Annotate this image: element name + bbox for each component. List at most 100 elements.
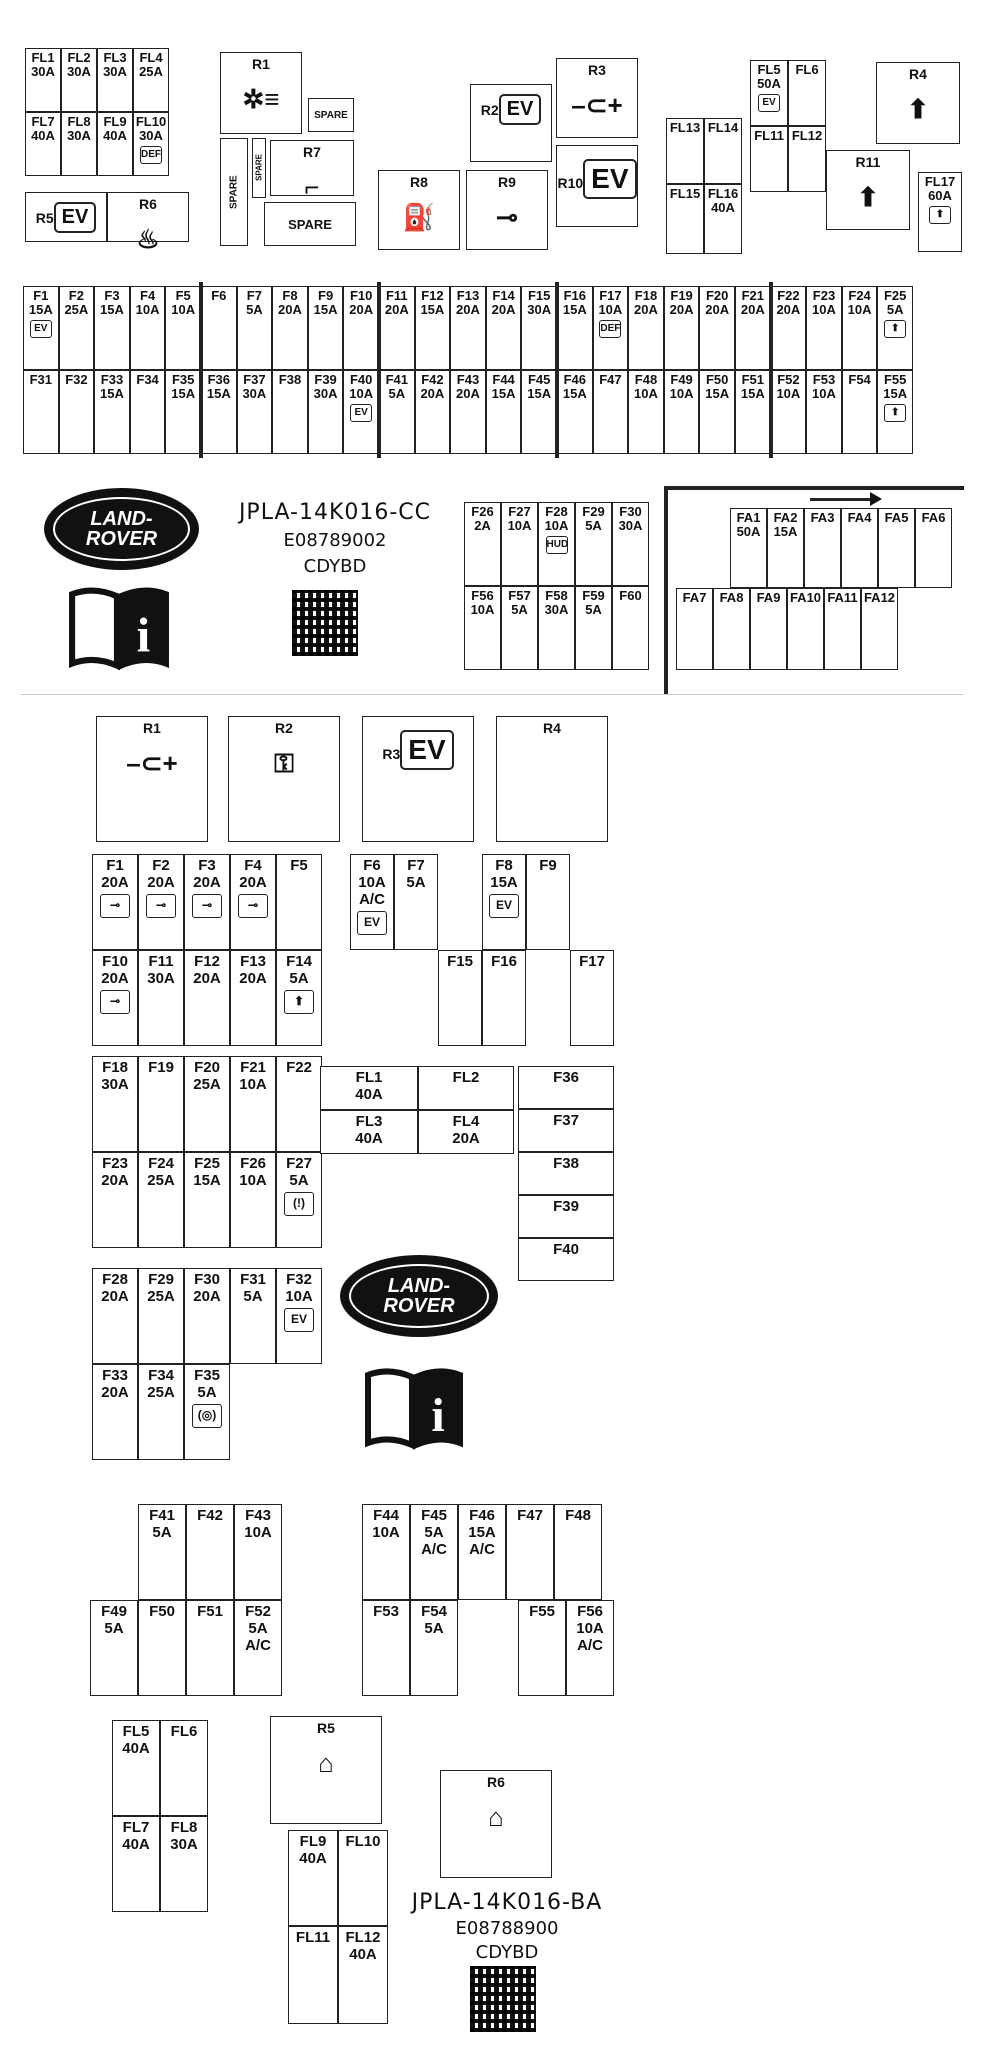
fuse-name: F34	[148, 1367, 174, 1384]
fuse-name: F4	[244, 857, 262, 874]
fuse-rating: 30A	[313, 386, 338, 401]
fuse-rating: 20A	[147, 874, 175, 891]
fuse-f60: F60	[612, 586, 649, 670]
fuse-rating: 20A	[239, 970, 267, 987]
fuse-name: F9	[318, 288, 334, 303]
fuse-rating: 5A	[243, 1288, 263, 1305]
fuse-rating: 20A	[634, 302, 658, 317]
fuse-name: FL1	[31, 50, 55, 65]
fa-arrow-line	[810, 498, 876, 501]
fuse-name: F35	[194, 1367, 220, 1384]
fuse-rating: 5A	[585, 602, 602, 617]
fuse-icon: EV	[284, 1308, 314, 1332]
fuse-sub-label: A/C	[577, 1637, 603, 1654]
fuse-rating: 30A	[139, 128, 163, 143]
fuse-name: F26	[471, 504, 494, 519]
relay-name: R2	[275, 720, 293, 736]
group-divider	[377, 282, 381, 458]
fuse-rating: 20A	[420, 386, 445, 401]
fuse-rating: 10A	[847, 302, 872, 317]
relay-symbol-icon: ♨	[136, 224, 160, 254]
fuse-name: FL6	[170, 1723, 198, 1740]
fuse-f53: F53	[362, 1600, 410, 1696]
fuse-name: FL1	[355, 1069, 383, 1086]
fuse-rating: 5A	[511, 602, 528, 617]
fuse-name: FA4	[847, 510, 872, 525]
relay-name: R6	[487, 1774, 505, 1790]
fuse-f32: F32	[58, 370, 95, 454]
fuse-name: F52	[777, 372, 800, 387]
fuse-name: F36	[207, 372, 230, 387]
spare-slot: SPARE	[220, 138, 248, 246]
fuse-icon: EV	[357, 911, 387, 935]
fuse-rating: 5A	[152, 1524, 172, 1541]
relay-r9: R9⊸	[466, 170, 548, 250]
fuse-rating: 30A	[101, 1076, 129, 1093]
fuse-rating: 5A	[289, 970, 309, 987]
part-code-bottom-1: E08788900	[455, 1918, 559, 1939]
fuse-rating: 15A	[740, 386, 765, 401]
fuse-name: F42	[421, 372, 444, 387]
fuse-rating: 10A	[244, 1524, 272, 1541]
fuse-f34: F34	[129, 370, 166, 454]
fuse-rating: 15A	[420, 302, 445, 317]
fuse-name: FL15	[669, 186, 701, 201]
fuse-name: FL11	[754, 128, 784, 143]
relay-name: R7	[303, 144, 321, 160]
fuse-rating: 50A	[757, 76, 781, 91]
fuse-rating: 20A	[491, 302, 516, 317]
fuse-name: FL2	[452, 1069, 480, 1086]
relay-name: R10	[557, 175, 584, 191]
fuse-name: F10	[349, 288, 373, 303]
fuse-name: F26	[240, 1155, 266, 1172]
fuse-rating: 5A	[585, 518, 602, 533]
fuse-icon: (!)	[284, 1192, 314, 1216]
fuse-name: F7	[246, 288, 262, 303]
fuse-rating: 5A	[104, 1620, 124, 1637]
fuse-f54: F54	[841, 370, 878, 454]
fuse-rating: 20A	[456, 386, 480, 401]
fuse-fl11: FL11	[750, 126, 788, 192]
fuse-name: F44	[492, 372, 515, 387]
relay-symbol-icon: –⊂+	[126, 748, 178, 778]
fuse-rating: 5A	[197, 1384, 217, 1401]
fuse-f40: F40	[518, 1238, 614, 1281]
fuse-rating: 20A	[278, 302, 302, 317]
fuse-name: F28	[545, 504, 568, 519]
fuse-name: F46	[563, 372, 586, 387]
fuse-rating: 10A	[776, 386, 801, 401]
fuse-icon: EV	[350, 404, 373, 422]
fuse-sub-label: A/C	[469, 1541, 495, 1558]
fuse-fa3: FA3	[804, 508, 841, 588]
fuse-fa9: FA9	[750, 588, 787, 670]
fuse-name: F2	[152, 857, 170, 874]
fuse-rating: 15A	[883, 386, 908, 401]
fuse-name: FL7	[122, 1819, 150, 1836]
fuse-name: F41	[385, 372, 408, 387]
spare-slot: SPARE	[264, 202, 356, 246]
fuse-name: F18	[102, 1059, 128, 1076]
fuse-fa6: FA6	[915, 508, 952, 588]
